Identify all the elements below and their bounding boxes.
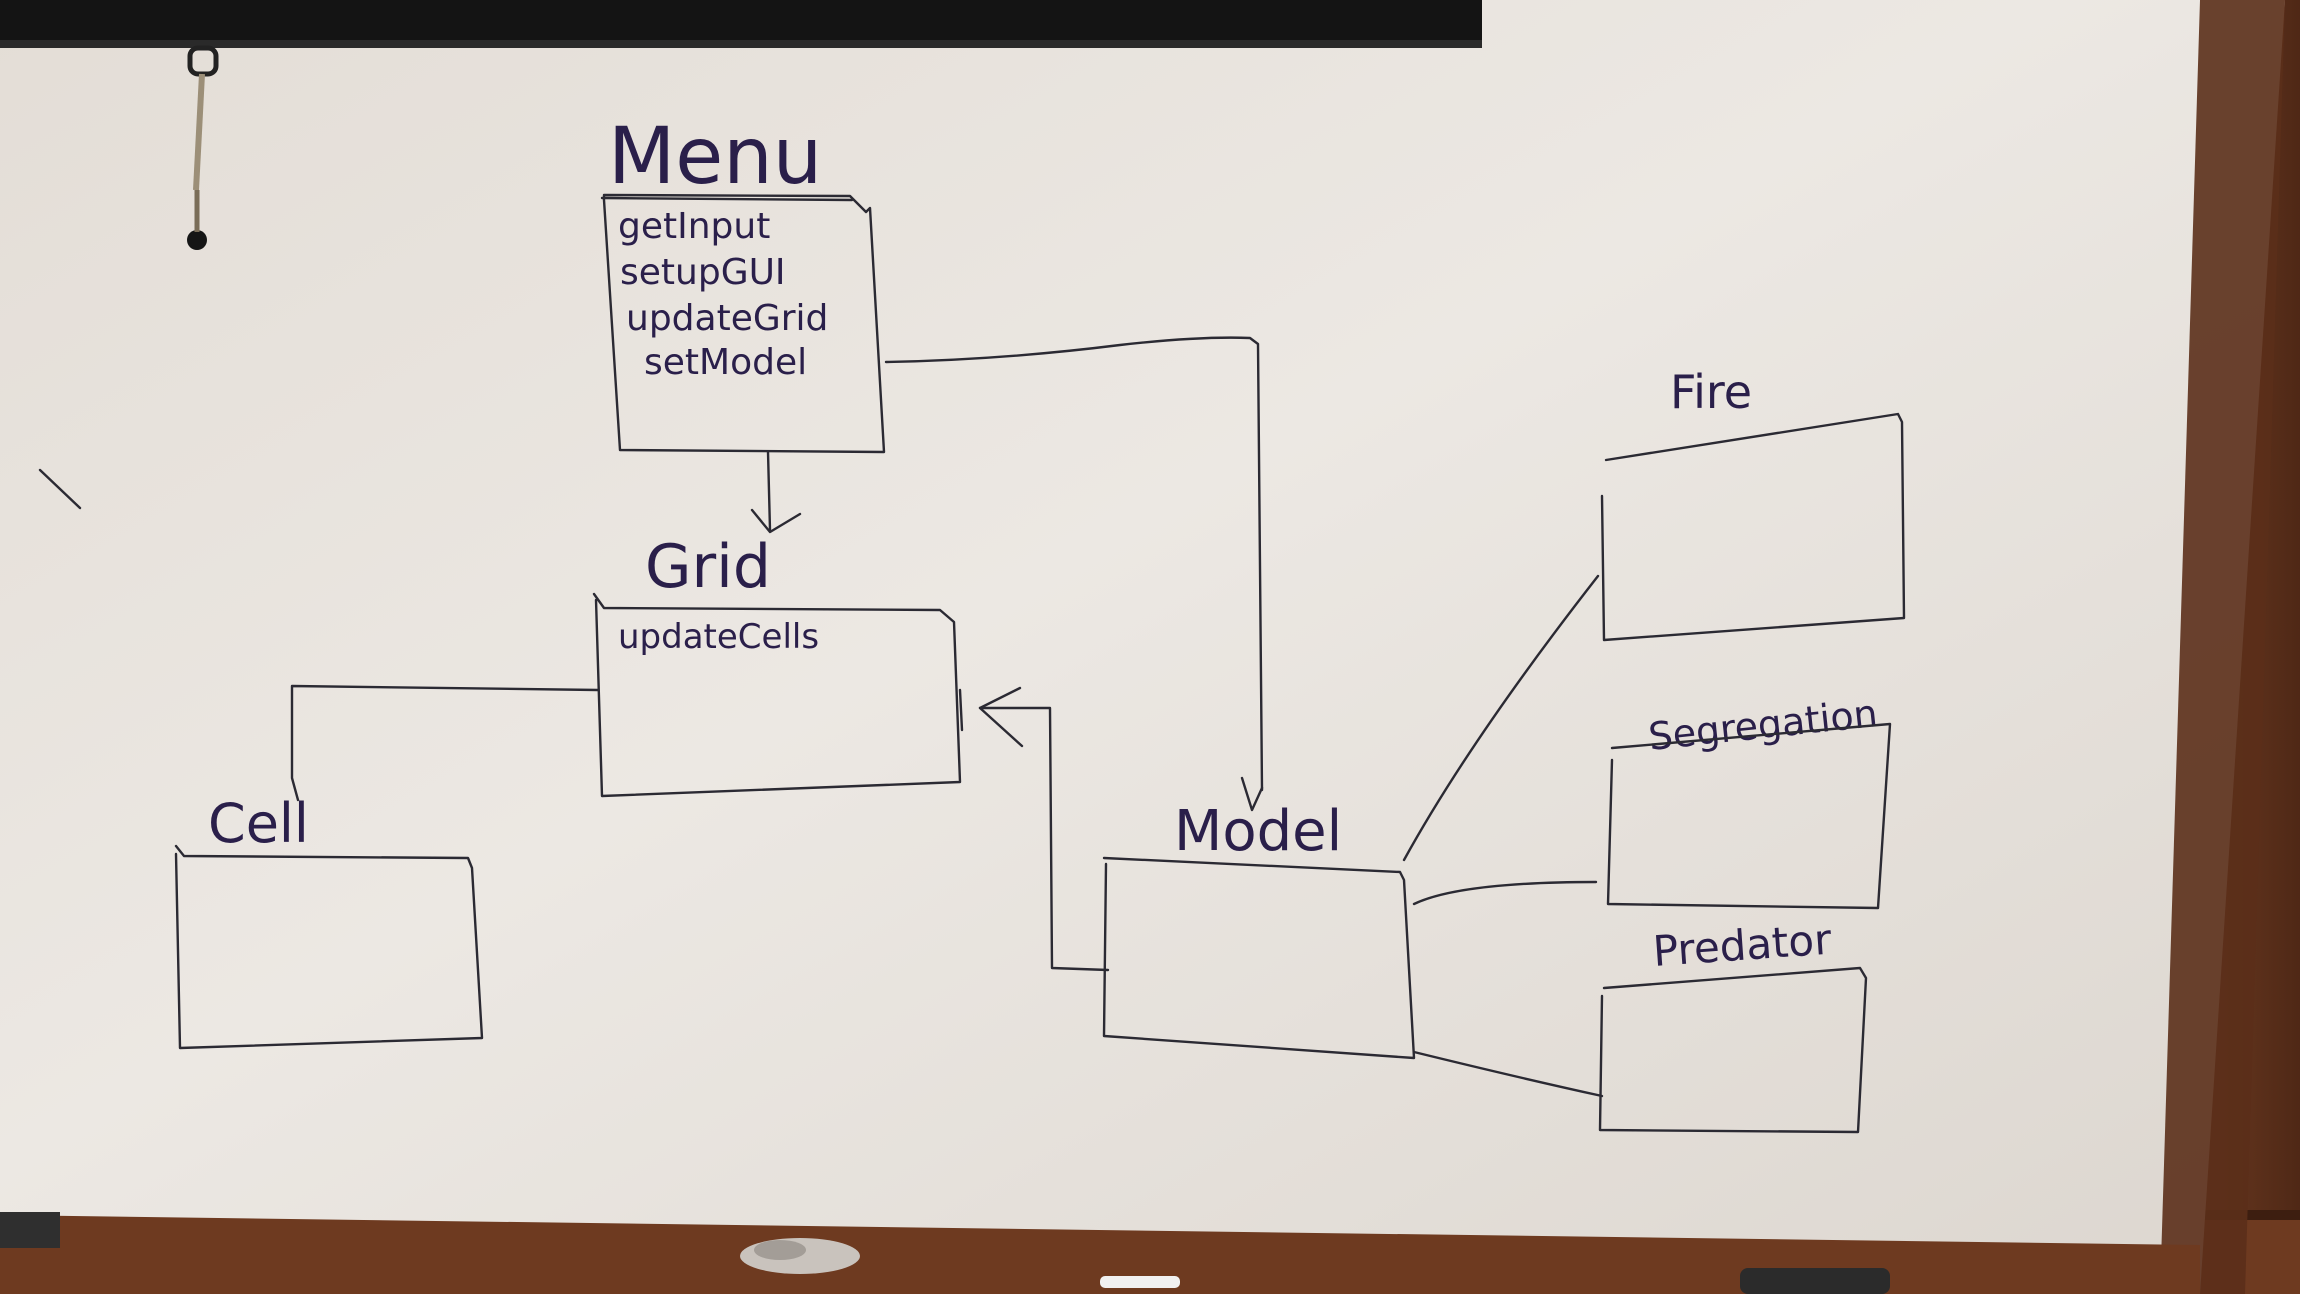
menu-method-2: updateGrid (626, 298, 828, 339)
edge-model-fire (1402, 574, 1600, 862)
grid-box (592, 592, 962, 798)
fire-box (1600, 412, 1906, 642)
cell-box (174, 844, 484, 1050)
pull-cord (187, 45, 219, 250)
cell-title: Cell (208, 792, 309, 855)
eraser-block (1740, 1268, 1890, 1294)
edge-menu-grid (750, 450, 802, 534)
projector-bar (0, 0, 1482, 46)
model-title: Model (1174, 799, 1342, 864)
stray-mark (38, 468, 82, 510)
menu-method-1: setupGUI (620, 252, 786, 293)
predator-box (1598, 966, 1868, 1134)
grid-title: Grid (645, 532, 771, 602)
edge-model-segregation (1412, 880, 1598, 906)
segregation-box (1606, 722, 1892, 910)
grid-method-0: updateCells (618, 617, 819, 657)
fire-title: Fire (1670, 365, 1752, 419)
menu-box (602, 193, 886, 454)
edge-model-predator (1412, 1050, 1604, 1098)
edge-grid-cell (290, 684, 600, 802)
menu-title: Menu (608, 112, 822, 202)
menu-method-0: getInput (618, 206, 770, 247)
edge-model-grid (958, 686, 1110, 972)
eraser-cloth (740, 1238, 860, 1274)
marker-on-tray (1100, 1276, 1180, 1288)
edge-menu-model (884, 336, 1264, 812)
model-box (1102, 856, 1416, 1060)
menu-method-3: setModel (644, 342, 807, 383)
